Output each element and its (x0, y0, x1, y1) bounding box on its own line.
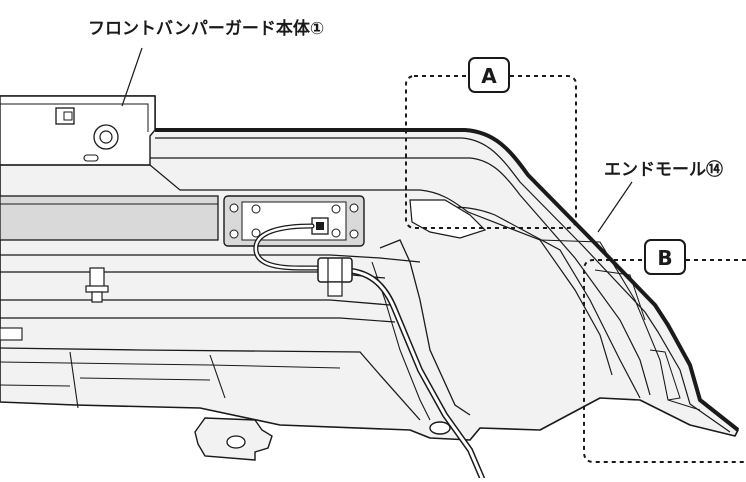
mid-beam-top (0, 254, 421, 263)
upper-shelf (150, 157, 651, 396)
upper-shelf-2 (0, 164, 613, 376)
connector-plug (316, 222, 324, 230)
harness-grommet (429, 421, 451, 435)
horizontal-rail (0, 195, 219, 241)
end-mold-leader (597, 181, 633, 233)
right-notch (649, 349, 681, 401)
right-frame-3 (594, 269, 646, 321)
clamp-foot (327, 281, 343, 297)
lower-panel-rib-4 (0, 384, 71, 387)
upper-flange (0, 95, 156, 166)
left-tab (0, 327, 23, 341)
lower-panel-rib-1 (69, 351, 79, 409)
harness-wire-inner (254, 224, 332, 270)
bracket-screws (229, 203, 359, 239)
lower-panel-rib-2 (209, 354, 226, 399)
lower-panel-rib-3 (0, 361, 341, 369)
square-hole-inner (63, 111, 73, 121)
callout-b-box (644, 239, 686, 275)
lower-panel (0, 347, 421, 421)
round-hole-inner (99, 130, 113, 144)
lower-bracket-hole (226, 435, 246, 449)
center-post (379, 239, 471, 416)
detail-region-b (583, 259, 746, 463)
slot-hole (83, 154, 99, 162)
left-clip (85, 267, 109, 303)
lower-panel-rib-5 (79, 377, 211, 381)
end-mold-rim-inner (155, 137, 731, 433)
end-mold-label: エンドモール⑭ (604, 159, 723, 180)
upper-flange-lip (0, 103, 149, 132)
callout-a-box (468, 57, 510, 93)
bumper-guard-label: フロントバンパーガード本体① (88, 18, 324, 39)
bumper-guard-leader (121, 47, 143, 107)
callout-b-label: B (657, 246, 672, 270)
detail-region-a (405, 75, 577, 229)
end-mold-rim (155, 128, 740, 432)
harness-main-inner (338, 268, 484, 480)
callout-a-label: A (481, 64, 497, 88)
harness-clamp (317, 257, 353, 283)
lower-beam-2 (0, 317, 396, 323)
lower-beam-top (0, 299, 391, 306)
right-frame-2 (539, 239, 701, 411)
